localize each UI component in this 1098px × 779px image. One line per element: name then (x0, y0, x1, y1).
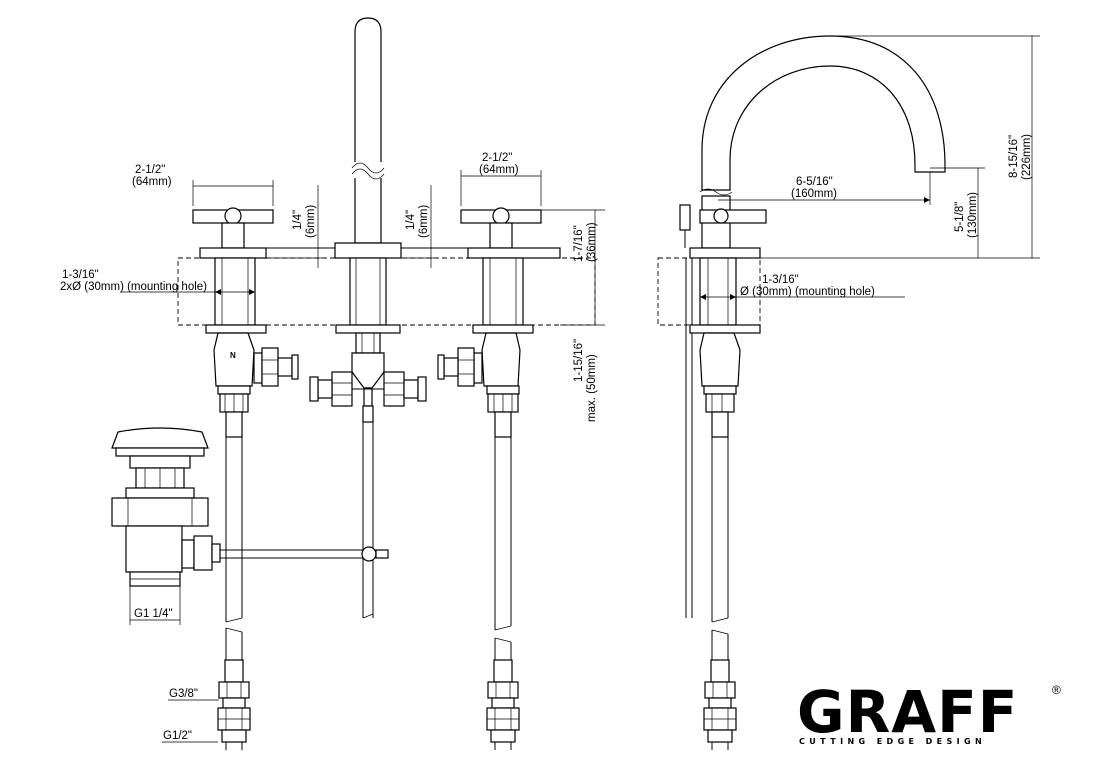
svg-text:1/4": 1/4" (292, 210, 304, 230)
svg-text:2xØ (30mm) (mounting hole): 2xØ (30mm) (mounting hole) (60, 281, 207, 293)
dim-rise-left: 1/4" (6mm) (266, 185, 322, 268)
svg-text:max. (50mm): max. (50mm) (586, 354, 598, 422)
logo-wordmark: GRAFF (797, 678, 1018, 746)
left-valve (192, 207, 299, 750)
svg-text:6-5/16": 6-5/16" (796, 176, 833, 188)
dim-handle-width-right: 2-1/2" (64mm) (460, 152, 542, 206)
logo-tagline: CUTTING EDGE DESIGN (799, 737, 986, 746)
hot-marker: N (230, 351, 236, 360)
svg-text:(64mm): (64mm) (132, 176, 172, 188)
supply-thread-dims: G3/8" G1/2" (162, 688, 219, 743)
dim-rise-center: 1/4" (6mm) (401, 185, 436, 268)
dim-mounting-hole-front: 1-3/16" 2xØ (30mm) (mounting hole) (60, 269, 255, 295)
svg-text:G3/8": G3/8" (169, 688, 198, 700)
side-spout (701, 35, 946, 191)
dim-spout-height: 5-1/8" (130mm) (930, 167, 985, 258)
svg-text:1-3/16": 1-3/16" (762, 274, 799, 286)
registered-mark: ® (1052, 683, 1061, 697)
svg-text:(64mm): (64mm) (479, 164, 519, 176)
svg-text:(160mm): (160mm) (791, 188, 837, 200)
center-spout (309, 17, 427, 619)
svg-text:1/4": 1/4" (405, 210, 417, 230)
graff-logo: GRAFF ® CUTTING EDGE DESIGN (797, 678, 1061, 746)
svg-text:2-1/2": 2-1/2" (482, 152, 512, 164)
svg-text:1-3/16": 1-3/16" (62, 269, 99, 281)
dim-reach: 6-5/16" (160mm) (718, 172, 931, 205)
dim-mounting-hole-side: 1-3/16" Ø (30mm) (mounting hole) (700, 274, 905, 300)
svg-text:8-15/16": 8-15/16" (1008, 135, 1020, 178)
dim-deck-thickness: 1-7/16" (36mm) (541, 209, 605, 262)
svg-text:1-7/16": 1-7/16" (573, 225, 585, 262)
dim-total-height: 8-15/16" (226mm) (760, 35, 1040, 259)
svg-text:(130mm): (130mm) (967, 192, 979, 238)
svg-text:(36mm): (36mm) (586, 222, 598, 262)
svg-text:G1/2": G1/2" (163, 730, 192, 742)
right-valve (437, 207, 561, 750)
svg-text:(6mm): (6mm) (418, 205, 430, 238)
svg-text:(6mm): (6mm) (305, 205, 317, 238)
drain-thread-label: G1 1/4" (134, 608, 173, 620)
svg-text:5-1/8": 5-1/8" (954, 202, 966, 232)
front-view: N 2-1/2" (64mm) 2-1/2" (64mm) 1/4" (6mm) (60, 17, 605, 750)
dim-handle-width-left: 2-1/2" (64mm) (132, 164, 274, 206)
dim-max-deck: 1-15/16" max. (50mm) (560, 258, 605, 422)
svg-text:Ø (30mm) (mounting hole): Ø (30mm) (mounting hole) (740, 286, 875, 298)
drain-assembly: G1 1/4" (111, 427, 389, 625)
side-view: 8-15/16" (226mm) 5-1/8" (130mm) 6-5/16" … (657, 35, 1040, 750)
svg-text:1-15/16": 1-15/16" (573, 339, 585, 382)
svg-text:2-1/2": 2-1/2" (135, 164, 165, 176)
svg-text:(226mm): (226mm) (1021, 134, 1033, 180)
